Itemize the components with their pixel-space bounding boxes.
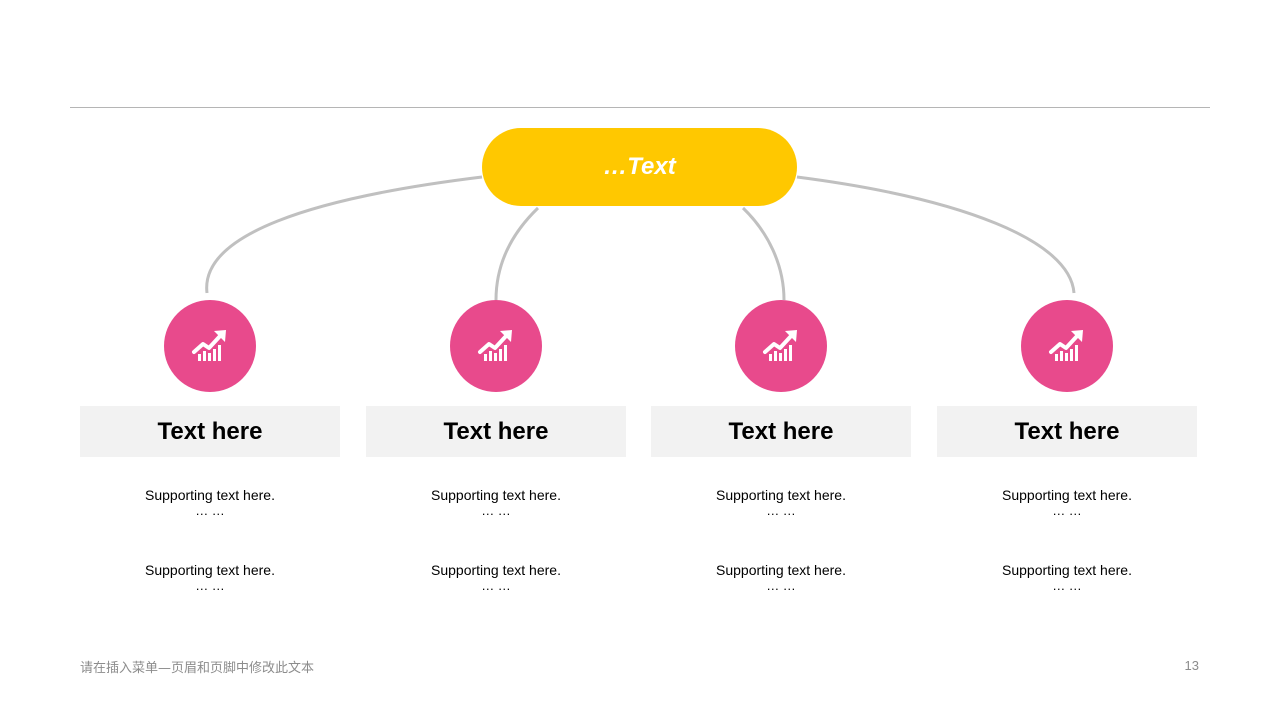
supporting-text-line: Supporting text here. <box>716 487 846 503</box>
supporting-text-1: Supporting text here. … … <box>80 485 340 517</box>
ellipsis-text: … … <box>766 578 796 593</box>
branch-title: Text here <box>651 406 911 457</box>
chart-growth-icon <box>478 330 512 361</box>
branch-title: Text here <box>366 406 626 457</box>
connector-branch-3 <box>741 206 786 301</box>
ellipsis-text: … … <box>1052 503 1082 518</box>
ellipsis-text: … … <box>766 503 796 518</box>
chart-growth-icon <box>192 330 226 361</box>
supporting-text-1: Supporting text here. … … <box>651 485 911 517</box>
supporting-text-1: Supporting text here. … … <box>366 485 626 517</box>
supporting-text-2: Supporting text here. … … <box>651 560 911 592</box>
connector-branch-4 <box>796 175 1076 294</box>
ellipsis-text: … … <box>481 578 511 593</box>
supporting-text-1: Supporting text here. … … <box>937 485 1197 517</box>
supporting-text-line: Supporting text here. <box>431 562 561 578</box>
supporting-text-line: Supporting text here. <box>1002 487 1132 503</box>
root-label: …Text <box>603 153 676 180</box>
branch-circle <box>450 300 542 392</box>
header-divider <box>70 107 1210 108</box>
supporting-text-line: Supporting text here. <box>145 562 275 578</box>
branch-circle <box>164 300 256 392</box>
supporting-text-line: Supporting text here. <box>1002 562 1132 578</box>
chart-growth-icon <box>763 330 797 361</box>
chart-growth-icon <box>1049 330 1083 361</box>
supporting-text-line: Supporting text here. <box>431 487 561 503</box>
supporting-text-line: Supporting text here. <box>716 562 846 578</box>
branch-title: Text here <box>937 406 1197 457</box>
ellipsis-text: … … <box>195 503 225 518</box>
branch-title: Text here <box>80 406 340 457</box>
supporting-text-2: Supporting text here. … … <box>80 560 340 592</box>
ellipsis-text: … … <box>195 578 225 593</box>
page-number: 13 <box>1184 658 1199 673</box>
connector-branch-1 <box>205 175 483 294</box>
ellipsis-text: … … <box>1052 578 1082 593</box>
ellipsis-text: … … <box>481 503 511 518</box>
branch-circle <box>735 300 827 392</box>
connector-branch-2 <box>494 206 540 301</box>
supporting-text-2: Supporting text here. … … <box>937 560 1197 592</box>
footer-text: 请在插入菜单—页眉和页脚中修改此文本 <box>80 661 315 676</box>
supporting-text-line: Supporting text here. <box>145 487 275 503</box>
root-node: …Text <box>482 128 797 206</box>
branch-circle <box>1021 300 1113 392</box>
supporting-text-2: Supporting text here. … … <box>366 560 626 592</box>
